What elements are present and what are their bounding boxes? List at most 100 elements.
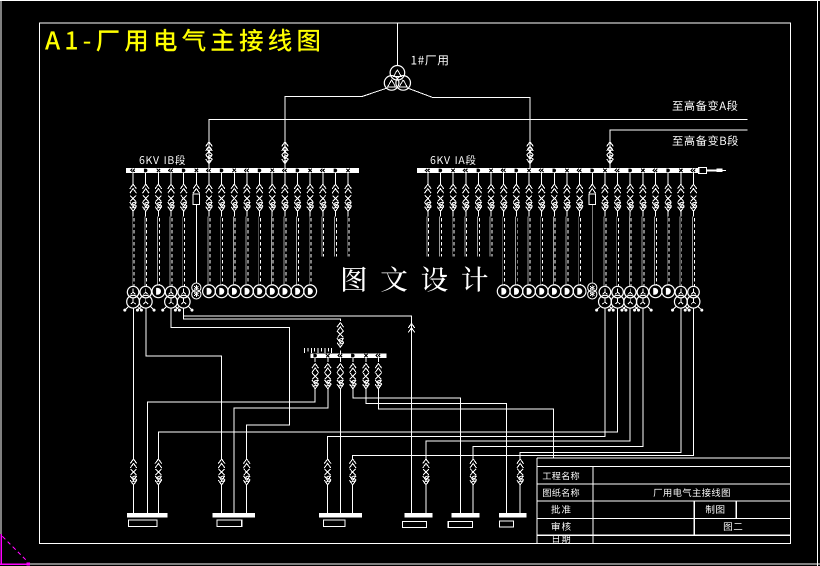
- polyline-segment: [424, 187, 432, 194]
- polyline-segment: [550, 206, 559, 213]
- drafter-cell-label: [705, 504, 725, 514]
- polyline-segment: [331, 183, 340, 190]
- path-shape: [244, 287, 250, 295]
- bus-tap: [552, 168, 557, 173]
- path-shape: [561, 471, 569, 481]
- line-segment: [281, 195, 289, 202]
- polyline-segment: [217, 475, 226, 482]
- line-segment: [604, 291, 608, 295]
- polyline-segment: [469, 462, 477, 469]
- polyline-segment: [331, 201, 340, 208]
- polyline-segment: [525, 206, 533, 213]
- bus-tap: [451, 168, 456, 173]
- line-segment: [563, 195, 571, 202]
- motor-symbol: [252, 284, 267, 299]
- polyline-segment: [129, 458, 138, 464]
- polyline-segment: [362, 383, 370, 390]
- polyline-segment: [526, 158, 534, 165]
- rect-shape: [498, 513, 527, 518]
- aux-feeder: [336, 353, 345, 513]
- circle-shape: [595, 308, 599, 312]
- path-shape: [168, 156, 174, 164]
- circle-shape: [611, 285, 624, 299]
- polyline-segment: [469, 458, 477, 464]
- polyline-segment: [268, 201, 276, 208]
- polyline-segment: [243, 206, 251, 213]
- polyline-segment: [692, 168, 696, 173]
- polyline-segment: [677, 187, 685, 194]
- incoming-breaker: [281, 140, 289, 169]
- path-shape: [720, 136, 727, 145]
- circle-shape: [624, 308, 628, 312]
- polyline-segment: [183, 315, 412, 513]
- polyline-segment: [154, 206, 163, 213]
- board-breaker: [348, 458, 357, 513]
- polyline-segment: [512, 201, 521, 208]
- polyline-segment: [362, 362, 370, 369]
- line-segment: [256, 195, 263, 202]
- polyline-segment: [487, 187, 495, 194]
- polyline-segment: [462, 187, 470, 194]
- polyline-segment: [426, 168, 430, 173]
- path-shape: [282, 287, 288, 295]
- polyline-segment: [142, 187, 150, 194]
- circle-shape: [598, 285, 612, 299]
- polyline-segment: [268, 187, 276, 194]
- polyline-segment: [499, 183, 508, 190]
- path-shape: [561, 504, 571, 514]
- polyline-segment: [474, 187, 483, 194]
- polyline-segment: [179, 183, 188, 190]
- path-shape: [257, 287, 263, 295]
- polyline-segment: [230, 201, 239, 208]
- path-shape: [219, 287, 225, 295]
- polyline-segment: [167, 201, 175, 208]
- polyline-segment: [609, 129, 748, 141]
- polyline-segment: [436, 206, 445, 213]
- title-block-row-label: [542, 471, 580, 481]
- polyline-segment: [540, 168, 544, 173]
- polyline-segment: [374, 367, 383, 373]
- polyline-segment: [183, 308, 341, 321]
- polyline-segment: [538, 168, 542, 173]
- path-shape: [628, 168, 632, 173]
- line-segment: [194, 168, 199, 173]
- line-segment: [308, 168, 313, 173]
- rect-shape: [212, 513, 256, 518]
- polyline-segment: [327, 308, 606, 459]
- distribution-board-2: [212, 458, 256, 527]
- motor-symbol: [303, 284, 318, 299]
- path-shape: [437, 156, 444, 164]
- polyline-segment: [170, 308, 290, 459]
- line-segment: [218, 468, 225, 476]
- path-shape: [564, 287, 570, 295]
- polyline-segment: [331, 187, 340, 194]
- polyline-segment: [205, 168, 209, 173]
- polyline-segment: [323, 462, 332, 469]
- line-segment: [500, 195, 507, 202]
- motor-symbol: [239, 284, 254, 299]
- polyline-segment: [424, 168, 428, 173]
- motor-symbol: [151, 284, 166, 299]
- rect-shape: [401, 520, 428, 529]
- polyline-segment: [230, 206, 239, 213]
- feeder-motor: [214, 168, 229, 299]
- path-shape: [257, 168, 262, 173]
- line-segment: [281, 148, 289, 155]
- path-shape: [701, 488, 711, 497]
- bus-tap: [205, 168, 212, 173]
- line-segment: [205, 148, 213, 155]
- standby-line-a-label: [672, 100, 738, 111]
- line-segment: [183, 301, 187, 305]
- path-shape: [206, 287, 212, 295]
- bus-tap: [590, 168, 594, 173]
- aux-feeder: [233, 353, 332, 513]
- polyline-segment: [255, 187, 264, 194]
- bus-tap: [243, 168, 250, 173]
- polyline-segment: [319, 206, 327, 213]
- polyline-segment: [205, 206, 213, 213]
- path-shape: [465, 154, 476, 165]
- line-segment: [363, 353, 368, 358]
- line-segment: [614, 301, 618, 305]
- bus-tap: [476, 168, 481, 173]
